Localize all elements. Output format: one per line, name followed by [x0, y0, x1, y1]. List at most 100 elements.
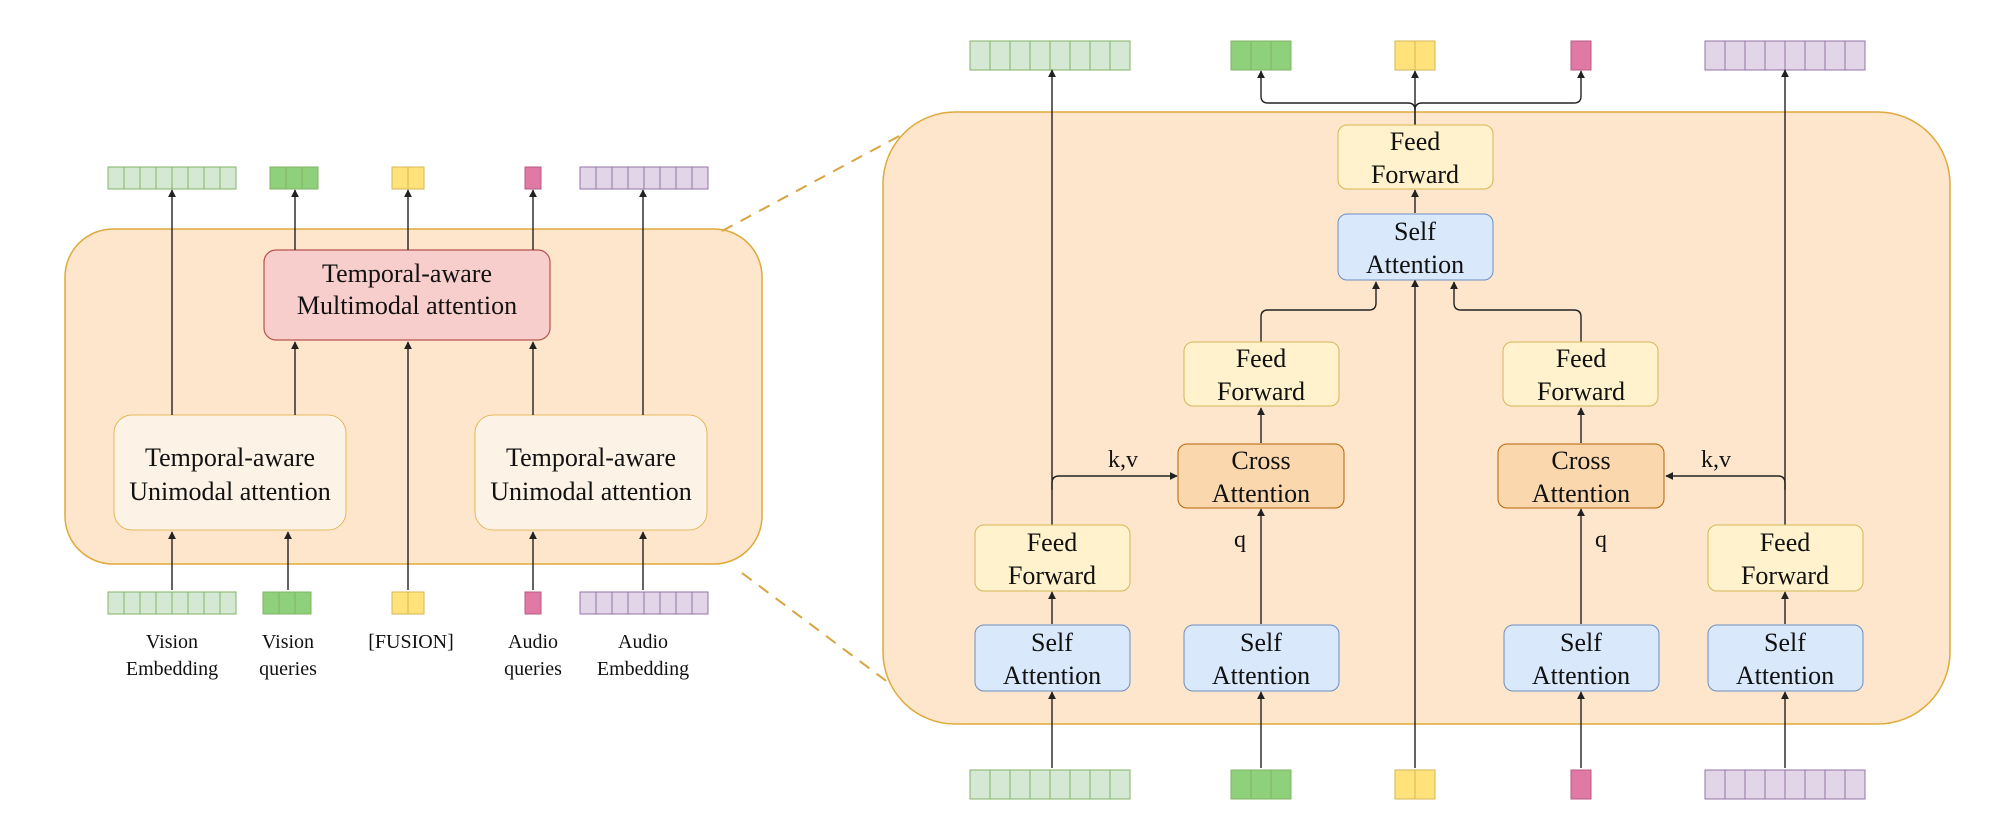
multimodal-attention-label-2: Multimodal attention — [297, 291, 517, 320]
audio-token-cell — [1784, 40, 1806, 71]
vision-query-token-cell — [301, 166, 319, 190]
vision-token-cell — [123, 166, 141, 190]
right-top-vision-query-tokens — [1230, 40, 1292, 71]
vision-token-cell — [1109, 40, 1131, 71]
vision-token-cell — [1069, 40, 1091, 71]
left-top-fusion-token — [391, 166, 425, 190]
audio-token-cell — [691, 591, 709, 615]
audio-token-cell — [611, 166, 629, 190]
audio-token-cell — [675, 166, 693, 190]
audio-token-cell — [1724, 769, 1746, 800]
right-bottom-audio-tokens — [1704, 769, 1866, 800]
label-fusion: [FUSION] — [368, 631, 454, 653]
unimodal-right-label-2: Unimodal attention — [490, 477, 691, 506]
kv-label-right: k,v — [1701, 447, 1731, 473]
vision-query-token-cell — [1270, 40, 1292, 71]
left-cross-attention-label-1: Cross — [1231, 446, 1290, 475]
vision-token-cell — [1029, 40, 1051, 71]
left-bottom-audio-query-token — [524, 591, 542, 615]
audio-token-cell — [691, 166, 709, 190]
right-ff-mid-label-1: Feed — [1556, 344, 1607, 373]
audio-token-cell — [643, 166, 661, 190]
left-top-audio-query-token — [524, 166, 542, 190]
left-feed-forward-mid-block — [1183, 341, 1340, 407]
vision-token-cell — [187, 591, 205, 615]
label-vision-embedding-2: Embedding — [126, 658, 218, 680]
r-arrow-kv-right — [1665, 472, 1786, 490]
audio-token-cell — [1844, 769, 1866, 800]
right-cross-attention-label-2: Attention — [1532, 479, 1630, 508]
audio-token-cell — [1724, 40, 1746, 71]
label-vision-queries-2: queries — [259, 658, 317, 680]
sa3-label-1: Self — [1560, 628, 1602, 657]
audio-query-token-cell — [1570, 769, 1592, 800]
vision-token-cell — [1109, 769, 1131, 800]
vision-query-token-cell — [285, 166, 303, 190]
audio-token-cell — [1824, 40, 1846, 71]
label-audio-queries-1: Audio — [508, 631, 558, 653]
vision-query-token-cell — [1250, 40, 1272, 71]
vision-token-cell — [1049, 40, 1071, 71]
fusion-token-cell — [391, 166, 409, 190]
vision-token-cell — [107, 591, 125, 615]
left-ff-low-label-2: Forward — [1008, 561, 1096, 590]
left-ff-mid-label-2: Forward — [1217, 377, 1305, 406]
audio-token-cell — [627, 166, 645, 190]
top-feed-forward-label-2: Forward — [1371, 160, 1459, 189]
fusion-token-cell — [1394, 40, 1416, 71]
top-self-attention-block — [1337, 213, 1494, 281]
right-bottom-audio-query-token — [1570, 769, 1592, 800]
right-top-fusion-token — [1394, 40, 1436, 71]
audio-token-cell — [595, 166, 613, 190]
vision-query-token-cell — [269, 166, 287, 190]
audio-token-cell — [627, 591, 645, 615]
right-ff-mid-label-2: Forward — [1537, 377, 1625, 406]
vision-token-cell — [203, 591, 221, 615]
audio-query-token-cell — [524, 591, 542, 615]
vision-token-cell — [1029, 769, 1051, 800]
audio-token-cell — [579, 591, 597, 615]
left-top-vision-tokens — [107, 166, 237, 190]
right-feed-forward-low-block — [1707, 524, 1864, 592]
sa4-label-1: Self — [1764, 628, 1806, 657]
label-vision-embedding-1: Vision — [146, 631, 198, 653]
right-feed-forward-mid-block — [1502, 341, 1659, 407]
right-ff-low-label-1: Feed — [1760, 528, 1811, 557]
vision-token-cell — [989, 769, 1011, 800]
r-arrow-ff-to-top-sa-right — [1450, 281, 1582, 342]
audio-token-cell — [611, 591, 629, 615]
audio-token-cell — [1804, 40, 1826, 71]
audio-token-cell — [1784, 769, 1806, 800]
vision-query-token-cell — [1230, 40, 1252, 71]
vision-token-cell — [1069, 769, 1091, 800]
unimodal-attention-block-right — [474, 414, 708, 531]
left-bottom-vision-tokens — [107, 591, 237, 615]
unimodal-attention-block-left — [113, 414, 347, 531]
r-arrow-ff-to-top-sa-left — [1260, 281, 1380, 342]
self-attention-block-3 — [1503, 624, 1660, 692]
vision-token-cell — [139, 166, 157, 190]
unimodal-left-label-1: Temporal-aware — [145, 443, 315, 472]
audio-token-cell — [1824, 769, 1846, 800]
right-bottom-vision-tokens — [969, 769, 1131, 800]
label-audio-embedding-2: Embedding — [597, 658, 689, 680]
vision-token-cell — [1009, 40, 1031, 71]
audio-token-cell — [1704, 40, 1726, 71]
audio-token-cell — [643, 591, 661, 615]
unimodal-right-label-1: Temporal-aware — [506, 443, 676, 472]
sa4-label-2: Attention — [1736, 661, 1834, 690]
left-bottom-fusion-token — [391, 591, 425, 615]
multimodal-attention-block — [263, 249, 551, 341]
top-self-attention-label-2: Attention — [1366, 250, 1464, 279]
sa3-label-2: Attention — [1532, 661, 1630, 690]
vision-token-cell — [1089, 40, 1111, 71]
fusion-token-cell — [1414, 769, 1436, 800]
top-self-attention-label-1: Self — [1394, 217, 1436, 246]
vision-query-token-cell — [278, 591, 296, 615]
vision-token-cell — [1009, 769, 1031, 800]
vision-token-cell — [139, 591, 157, 615]
audio-token-cell — [675, 591, 693, 615]
self-attention-block-2 — [1183, 624, 1340, 692]
left-top-audio-tokens — [579, 166, 709, 190]
